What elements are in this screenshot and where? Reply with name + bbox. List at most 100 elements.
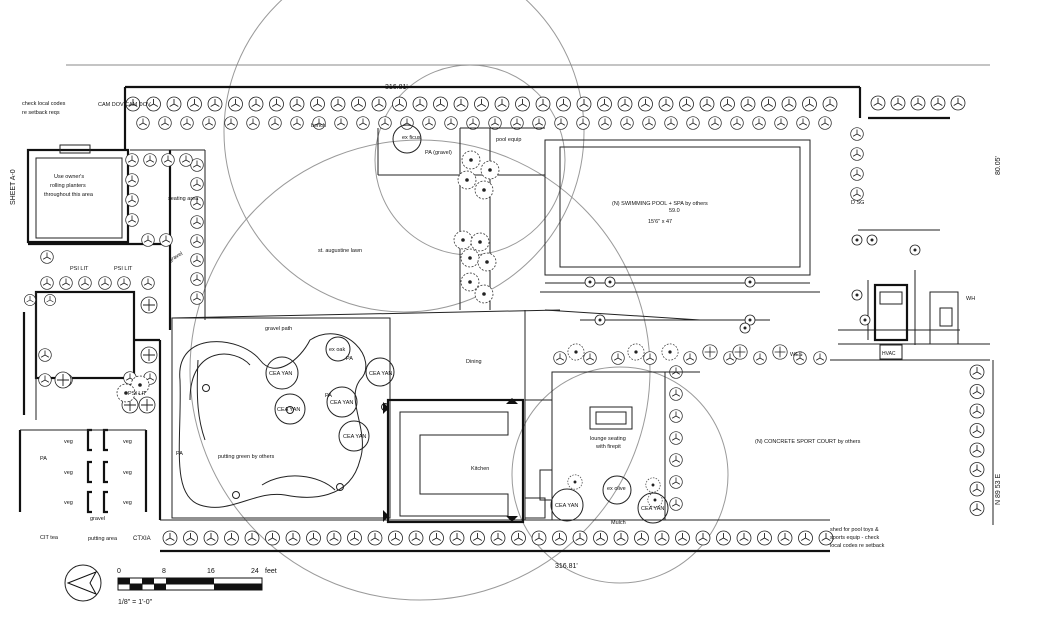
- label-pa-3: PA: [176, 451, 183, 457]
- pot-symbol: [604, 276, 616, 288]
- tree-symbol: [634, 530, 649, 546]
- label-lounge-2: with firepit: [595, 444, 621, 450]
- tree-symbol: [470, 530, 485, 546]
- tree-symbol: [730, 116, 744, 130]
- tree-symbol: [125, 153, 139, 167]
- tree-symbol: [850, 147, 864, 161]
- tree-symbol: [290, 116, 304, 130]
- tree-symbol: [388, 530, 403, 546]
- tree-symbol: [268, 116, 282, 130]
- tree-symbol: [576, 96, 592, 112]
- tree-symbol: [44, 294, 56, 306]
- tree-symbol: [433, 96, 448, 112]
- scale-tick-24: 24: [251, 568, 259, 575]
- label-cea-yan-6: CEA YAN: [555, 503, 578, 509]
- tree-symbol: [890, 95, 906, 111]
- label-pool-equip: pool equip: [496, 137, 521, 143]
- tree-symbol: [552, 530, 567, 546]
- bearing-label: N 89 53 E: [995, 474, 1002, 505]
- shrub-symbol: [477, 252, 497, 272]
- property-line: [66, 64, 994, 553]
- tree-symbol: [553, 351, 567, 365]
- tree-symbol: [183, 530, 198, 546]
- note-planters-1: Use owner's: [54, 174, 84, 180]
- tree-symbol: [777, 530, 793, 546]
- label-cea-yan-4: CEA YAN: [343, 434, 366, 440]
- tree-symbol: [330, 96, 346, 112]
- tree-symbol: [38, 348, 52, 362]
- tree-symbol: [598, 116, 612, 130]
- tree-symbol: [224, 116, 238, 130]
- label-d-sg: D SG: [851, 200, 864, 206]
- tree-symbol: [158, 116, 172, 130]
- tree-symbol: [224, 530, 239, 546]
- label-veg-6: veg: [123, 500, 132, 506]
- shrub-symbol: [474, 180, 494, 200]
- tree-symbol: [38, 373, 52, 387]
- note-check-codes-1: check local codes: [22, 101, 66, 107]
- tree-symbol: [59, 276, 73, 290]
- tree-symbol: [643, 351, 657, 365]
- tree-symbol: [289, 96, 305, 112]
- tree-symbol: [950, 95, 966, 111]
- tree-symbol: [675, 530, 690, 546]
- tree-symbol: [412, 96, 428, 112]
- tree-symbol: [752, 116, 766, 130]
- tree-symbol: [572, 530, 588, 546]
- label-gravel-path: gravel path: [265, 326, 292, 332]
- dimension-right: 80.05': [995, 156, 1002, 175]
- hedge-row-top: [125, 95, 966, 112]
- tree-symbol: [269, 96, 284, 112]
- tree-symbol: [371, 96, 387, 112]
- scale-tick-8: 8: [162, 568, 166, 575]
- tree-symbol: [664, 116, 678, 130]
- label-pa-gravel: PA (gravel): [425, 150, 452, 156]
- dining-kitchen-area: [383, 310, 553, 524]
- label-putting-green: putting green by others: [218, 454, 275, 460]
- tree-symbol: [850, 187, 864, 201]
- tree-symbol: [449, 530, 465, 546]
- tree-symbol: [453, 96, 469, 112]
- pot-symbol: [866, 234, 878, 246]
- tree-symbol: [774, 116, 788, 130]
- plant-symbols: [24, 150, 921, 508]
- label-pa-1: PA: [346, 356, 353, 362]
- cross-symbol: [702, 344, 718, 360]
- shrub-symbol: [474, 284, 494, 304]
- tree-symbol: [686, 116, 700, 130]
- tree-symbol: [753, 351, 767, 365]
- pot-symbol: [851, 289, 863, 301]
- scale-tick-16: 16: [207, 568, 215, 575]
- label-pa-4: PA: [40, 456, 47, 462]
- tree-symbol: [510, 116, 524, 130]
- tree-symbol: [334, 116, 348, 130]
- note-check-codes-2: re setback reqs: [22, 110, 60, 116]
- tree-symbol: [969, 462, 985, 477]
- label-pa-2: PA: [325, 393, 332, 399]
- shrub-symbol: [470, 232, 490, 252]
- label-cea-yan-5: CEA YAN: [369, 371, 392, 377]
- tree-symbol: [190, 253, 204, 267]
- tree-symbol: [190, 272, 204, 286]
- label-ex-olive: ex olive: [607, 486, 626, 492]
- label-ex-ficus: ex ficus: [402, 135, 421, 141]
- tree-symbol: [306, 530, 321, 546]
- tree-symbol: [620, 116, 634, 130]
- tree-symbol: [642, 116, 656, 130]
- tree-symbol: [378, 116, 392, 130]
- tree-symbol: [736, 530, 752, 546]
- tree-symbol: [392, 96, 407, 112]
- label-cea-yan-2: CEA YAN: [277, 407, 300, 413]
- shrub-symbol: [661, 343, 679, 361]
- label-veg-5: veg: [64, 500, 73, 506]
- label-cea-yan-3: CEA YAN: [330, 400, 353, 406]
- hedge-row-left: [190, 158, 204, 305]
- veg-beds: [18, 428, 148, 514]
- tree-symbol: [802, 96, 817, 112]
- tree-symbol: [669, 431, 683, 445]
- tree-symbol: [78, 276, 92, 290]
- tree-symbol: [490, 530, 506, 546]
- tree-symbol: [679, 96, 694, 112]
- pot-symbol: [594, 314, 606, 326]
